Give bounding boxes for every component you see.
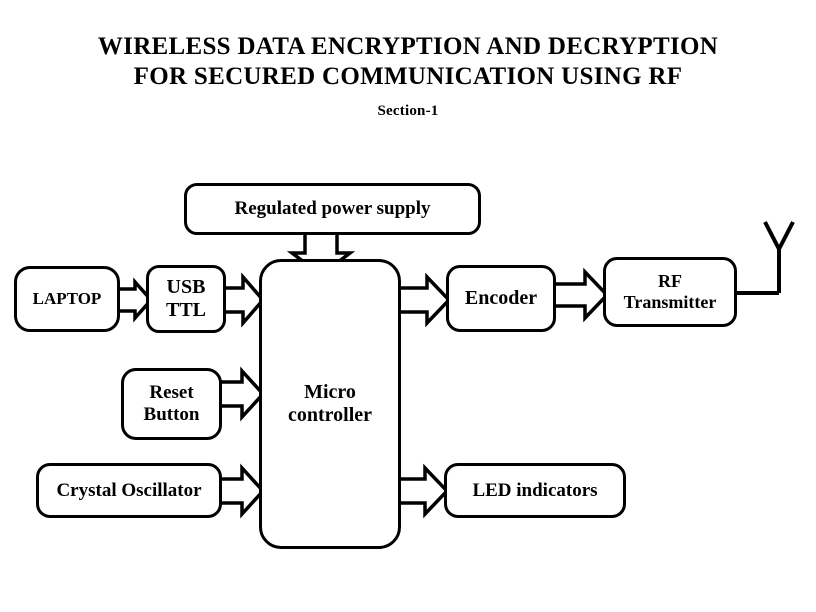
block-led-indicators[interactable]: LED indicators	[444, 463, 626, 518]
block-label-microcontroller: Micro controller	[287, 381, 373, 426]
arrow-crystal-oscillator-to-microcontroller	[218, 463, 266, 519]
block-reset-button[interactable]: Reset Button	[121, 368, 222, 440]
block-label-regulated-power-supply: Regulated power supply	[234, 198, 431, 220]
block-label-encoder: Encoder	[464, 287, 538, 309]
arrow-encoder-to-rf-transmitter	[552, 267, 610, 323]
block-rf-transmitter[interactable]: RF Transmitter	[603, 257, 737, 327]
title-line-2: FOR SECURED COMMUNICATION USING RF	[133, 63, 683, 90]
block-crystal-oscillator[interactable]: Crystal Oscillator	[36, 463, 222, 518]
block-label-laptop: LAPTOP	[32, 289, 102, 309]
arrow-reset-button-to-microcontroller	[218, 366, 266, 422]
block-label-led-indicators: LED indicators	[472, 479, 598, 501]
block-laptop[interactable]: LAPTOP	[14, 266, 120, 332]
block-microcontroller[interactable]: Micro controller	[259, 259, 401, 549]
block-label-reset-button: Reset Button	[143, 382, 200, 425]
arrow-usb-ttl-to-microcontroller	[222, 272, 266, 328]
block-label-rf-transmitter: RF Transmitter	[623, 271, 717, 312]
block-label-crystal-oscillator: Crystal Oscillator	[56, 479, 202, 501]
block-regulated-power-supply[interactable]: Regulated power supply	[184, 183, 481, 235]
arrow-microcontroller-to-led-indicators	[397, 463, 450, 519]
block-encoder[interactable]: Encoder	[446, 265, 556, 332]
block-usb-ttl[interactable]: USB TTL	[146, 265, 226, 333]
antenna-icon	[763, 221, 795, 254]
block-label-usb-ttl: USB TTL	[165, 276, 207, 321]
page-title: WIRELESS DATA ENCRYPTION AND DECRYPTION …	[0, 32, 816, 92]
title-line-1: WIRELESS DATA ENCRYPTION AND DECRYPTION	[97, 33, 719, 60]
arrow-microcontroller-to-encoder	[397, 272, 452, 328]
page-subtitle: Section-1	[377, 103, 439, 119]
